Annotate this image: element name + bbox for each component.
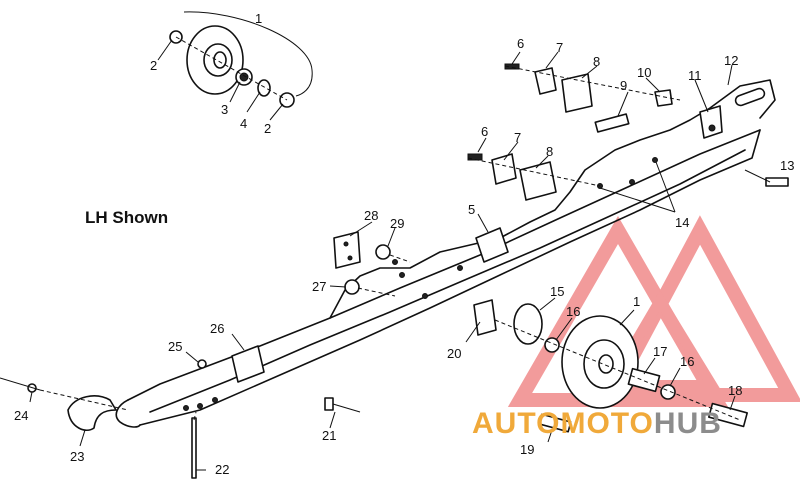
bolt-icon (765, 177, 789, 187)
callout-2: 2 (264, 121, 271, 136)
callout-10: 10 (637, 65, 651, 80)
watermark-hub: HUB (654, 407, 722, 440)
callout-29: 29 (390, 216, 404, 231)
front-bumper-icon (67, 395, 117, 432)
nut-icon (375, 244, 391, 260)
callout-18: 18 (728, 383, 742, 398)
callout-16: 16 (680, 354, 694, 369)
callout-28: 28 (364, 208, 378, 223)
bracket-plate (333, 231, 361, 269)
bolt-icon (191, 417, 197, 479)
callout-27: 27 (312, 279, 326, 294)
callout-1: 1 (255, 11, 262, 26)
callout-21: 21 (322, 428, 336, 443)
callout-9: 9 (620, 78, 627, 93)
callout-8: 8 (546, 144, 553, 159)
callout-numbers: 1 2 3 4 2 6 7 8 9 10 11 12 6 7 8 13 14 5… (14, 11, 794, 477)
rear-spacer-middle (467, 153, 601, 201)
callout-6: 6 (481, 124, 488, 139)
callout-19: 19 (520, 442, 534, 457)
idler-wheel-top (169, 11, 313, 108)
callout-20: 20 (447, 346, 461, 361)
leader-lines (29, 39, 736, 471)
nut-icon (344, 279, 360, 295)
callout-23: 23 (70, 449, 84, 464)
callout-1: 1 (633, 294, 640, 309)
callout-4: 4 (240, 116, 247, 131)
callout-3: 3 (221, 102, 228, 117)
callout-5: 5 (468, 202, 475, 217)
callout-2: 2 (150, 58, 157, 73)
callout-11: 11 (688, 68, 702, 83)
watermark-moto: MOTO (560, 407, 653, 440)
callout-13: 13 (780, 158, 794, 173)
callout-24: 24 (14, 408, 28, 423)
callout-15: 15 (550, 284, 564, 299)
callout-7: 7 (556, 40, 563, 55)
front-parts (0, 359, 361, 479)
callout-8: 8 (593, 54, 600, 69)
watermark-auto: AUTO (472, 407, 560, 440)
callout-17: 17 (653, 344, 667, 359)
view-caption: LH Shown (85, 208, 168, 227)
callout-22: 22 (215, 462, 229, 477)
callout-6: 6 (517, 36, 524, 51)
rear-spacer-upper (504, 63, 681, 133)
callout-26: 26 (210, 321, 224, 336)
callout-12: 12 (724, 53, 738, 68)
callout-25: 25 (168, 339, 182, 354)
callout-7: 7 (514, 130, 521, 145)
callout-14: 14 (675, 215, 689, 230)
snap-ring-icon (257, 79, 271, 97)
idler-wheel-bottom (473, 299, 748, 433)
watermark-text: AUTOMOTOHUB (472, 407, 722, 440)
callout-16: 16 (566, 304, 580, 319)
